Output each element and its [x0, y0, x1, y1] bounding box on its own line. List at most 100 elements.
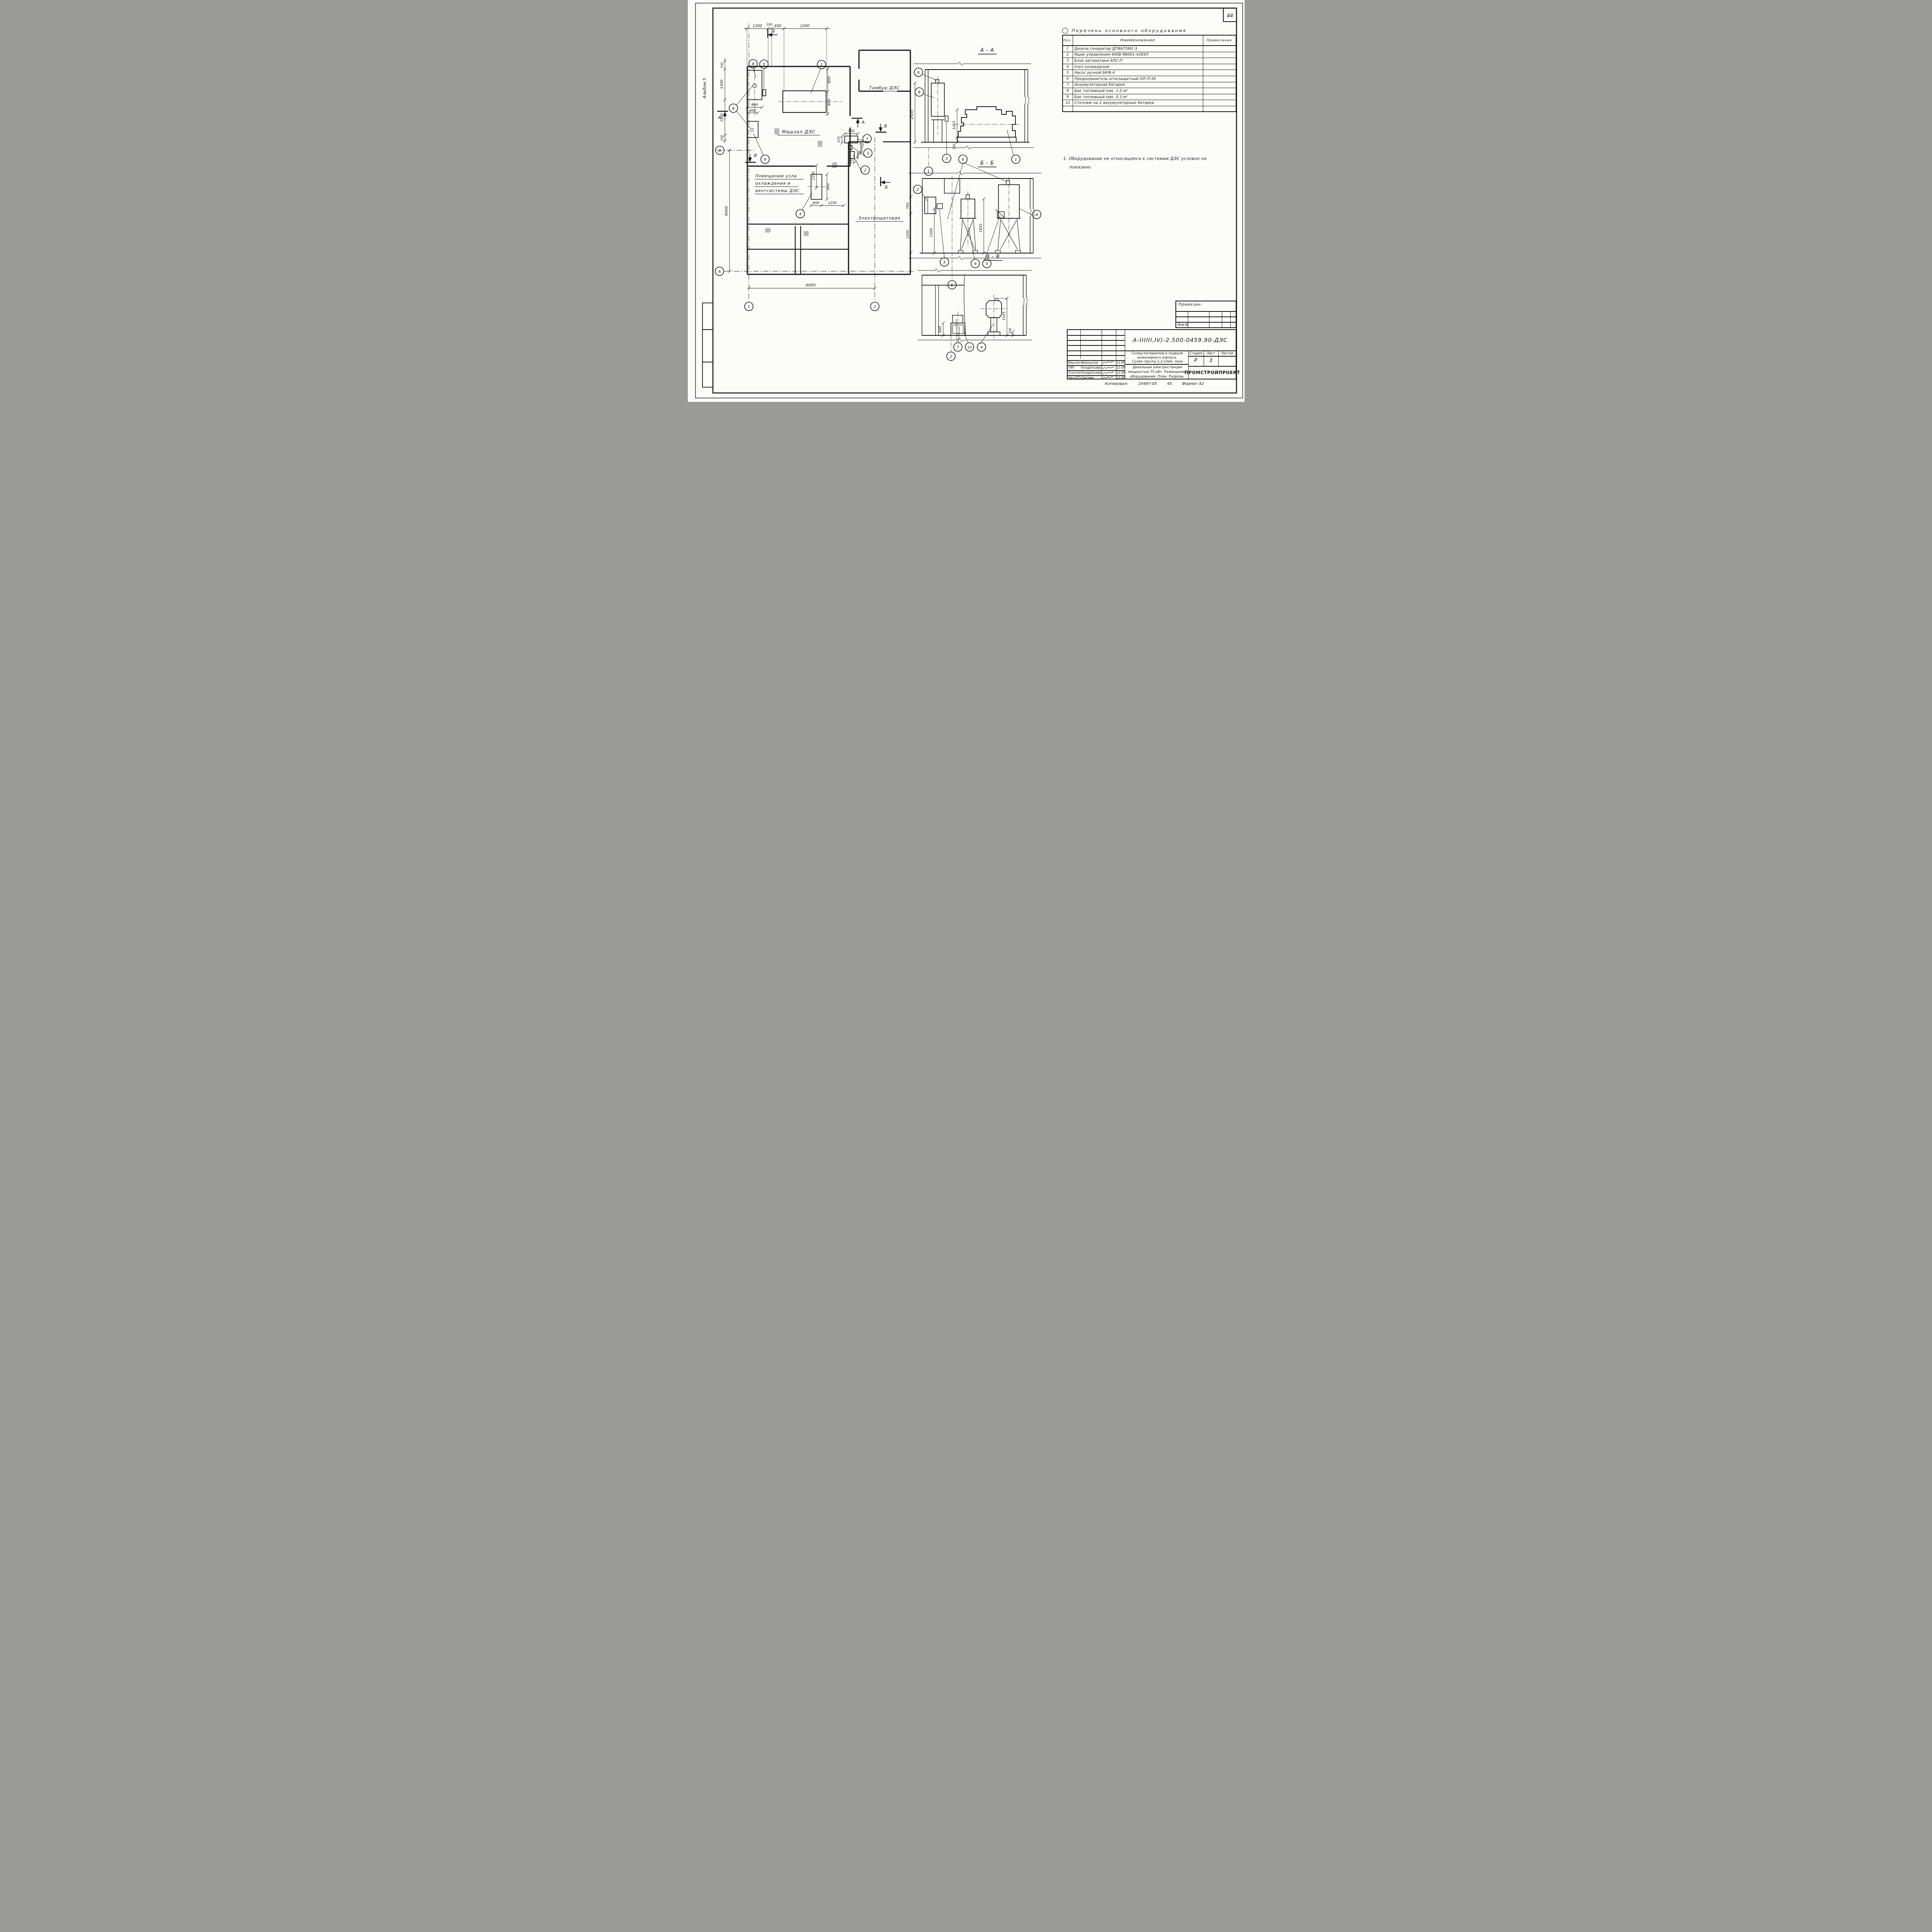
section-vv-title: В - В	[986, 254, 1000, 260]
sec-mark-label: В	[884, 124, 887, 129]
dim: 1250	[828, 201, 837, 205]
plan-callouts	[728, 59, 872, 218]
dim: 150	[952, 143, 956, 149]
dim: 100	[720, 135, 724, 141]
callout: 1	[1014, 158, 1017, 162]
col-pos: Поз.	[1063, 36, 1073, 45]
plan-axis-circles	[714, 146, 879, 311]
table-header: Поз. Наименование Примечание	[1063, 36, 1236, 46]
signature-row: Нач.ОТЭПСергеев 12.09.90	[1068, 375, 1125, 380]
sec-mark-label: Б	[885, 185, 888, 190]
callout: 6	[961, 158, 964, 162]
privyazan-label: Привязан:	[1178, 303, 1203, 307]
callout: 6	[917, 71, 919, 75]
plan-section-marks	[717, 29, 890, 186]
signature-row: Н.контр.Кондратьева 12.09.90	[1068, 370, 1125, 375]
sheet-value: 3	[1209, 357, 1213, 364]
section-bb-title: Б - Б	[980, 160, 994, 166]
signature-scribble	[1102, 370, 1116, 375]
dim: 645	[939, 326, 942, 332]
dim: 6000	[806, 283, 815, 287]
callout: 8	[918, 90, 920, 95]
room-label-shchit: Электрощитовая	[858, 216, 900, 221]
album-label: Альбом 5	[702, 78, 707, 99]
plan-walls	[747, 49, 911, 275]
dim: 2300	[800, 24, 809, 28]
callout: 2	[864, 168, 866, 173]
plan-dim-lines	[723, 27, 876, 290]
callout: 8	[1035, 213, 1037, 217]
callout: 7	[956, 345, 959, 350]
dim: 6000	[724, 206, 729, 216]
room-label-uzel-3: вентсистемы ДЭС	[755, 189, 799, 193]
inventory-number-label: Инв.№	[1177, 323, 1189, 327]
copied-label: Копировал:	[1105, 382, 1129, 386]
callout: 1	[820, 63, 822, 67]
dim: 310	[848, 158, 854, 162]
dim: 100	[766, 23, 772, 26]
dim: 900	[827, 183, 830, 190]
equipment-table: Перечень основного оборудования Поз. Наи…	[1062, 27, 1236, 112]
callout: 4	[980, 345, 982, 350]
table-row-empty	[1063, 106, 1236, 111]
room-label-uzel-2: охлаждения и	[755, 181, 791, 186]
stage-header: Стадия	[1189, 351, 1202, 355]
callout: 6	[732, 107, 734, 111]
callout: 5	[762, 63, 765, 67]
order-code: 24497-05	[1138, 382, 1157, 386]
callout: 9	[764, 158, 766, 162]
callout: 9	[974, 262, 976, 266]
plan-callout-leaders	[736, 68, 865, 210]
dim: 1200	[752, 24, 762, 28]
sheets-header: Листов	[1221, 351, 1233, 355]
page-number: 44	[1226, 13, 1233, 19]
callout: 2	[949, 355, 952, 359]
axis-2-label: 2	[873, 305, 876, 309]
callout: 3	[866, 151, 869, 156]
footer-line: Копировал: 24497-05 45 Формат А2	[1105, 382, 1236, 386]
callout: 3	[943, 260, 945, 265]
signature-row: Вед.инж.Французов 12.09.90	[1068, 361, 1125, 364]
callout: 1	[927, 170, 929, 174]
stage-value: Р	[1194, 357, 1197, 364]
dim: 100	[720, 62, 724, 68]
title-block: А-II(III,IV)-2.500-0459.90-ДЭС Склад мат…	[1066, 329, 1240, 380]
dim: 2535	[910, 110, 914, 119]
dim: 1415	[952, 121, 956, 129]
section-vv-callouts	[946, 342, 986, 361]
room-label-mashzal: Машзал ДЭС	[782, 129, 815, 134]
privyazan-block: Привязан: Инв.№	[1175, 301, 1236, 328]
section-aa-callouts	[913, 68, 1020, 176]
sec-mark-label: А	[861, 120, 865, 125]
dim: 600	[749, 109, 756, 113]
axis-1-label: 1	[747, 305, 750, 309]
blueprint-art: 44 Альбом 5 А Б 1	[695, 3, 1243, 398]
dim: 610	[855, 152, 861, 159]
position-circle-icon	[1062, 27, 1068, 34]
dim: 1200	[906, 230, 910, 239]
callout: 2	[916, 188, 918, 192]
sheets-value	[1218, 356, 1236, 365]
signature-scribble	[1102, 375, 1116, 380]
callout: 4	[799, 212, 801, 216]
dim: 600	[813, 201, 819, 205]
section-aa-title: А - А	[980, 48, 994, 53]
dim: 700	[906, 202, 910, 209]
document-number: А-II(III,IV)-2.500-0459.90-ДЭС	[1133, 337, 1228, 344]
dim: 1000	[720, 113, 724, 122]
format-label: Формат А2	[1182, 382, 1204, 386]
sheet-frame	[695, 3, 1243, 398]
plan-equipment	[747, 69, 858, 200]
dim: 750	[848, 129, 854, 133]
dim: 1835	[979, 223, 983, 232]
sec-mark-label: А	[718, 115, 721, 120]
